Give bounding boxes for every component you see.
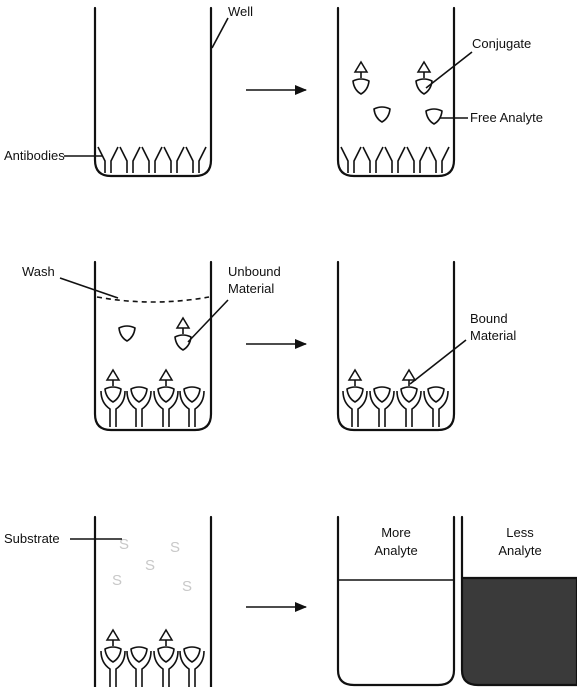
dark-substrate-fill: [460, 576, 577, 687]
antibody: [384, 146, 406, 173]
analyte: [130, 386, 148, 403]
antibody: [97, 146, 119, 173]
label-free-analyte: Free Analyte: [470, 110, 543, 125]
analyte: [373, 386, 391, 403]
antibody: [342, 390, 368, 427]
antibody: [153, 650, 179, 687]
antibody: [100, 650, 126, 687]
label-less-1: Less: [506, 525, 534, 540]
label-well: Well: [228, 4, 253, 19]
antibody: [163, 146, 185, 173]
leader-bound: [409, 339, 467, 385]
antibody: [179, 650, 205, 687]
antibody: [362, 146, 384, 173]
antibody: [141, 146, 163, 173]
analyte: [183, 386, 201, 403]
well-4-bound: [336, 260, 456, 432]
antibody: [428, 146, 450, 173]
antibody: [100, 390, 126, 427]
analyte: [174, 334, 192, 351]
unbound-molecules: [118, 316, 192, 351]
conjugate-enzyme: [401, 368, 417, 381]
substrate-mark: S: [119, 536, 129, 553]
label-more-1: More: [381, 525, 411, 540]
label-more-2: Analyte: [374, 543, 417, 558]
analyte: [104, 646, 122, 663]
analyte: [425, 108, 443, 125]
leader-well: [211, 17, 229, 49]
conjugate-enzyme: [158, 628, 174, 641]
label-antibodies: Antibodies: [4, 148, 65, 163]
substrate-mark: S: [170, 539, 180, 556]
label-wash: Wash: [22, 264, 55, 279]
conjugate-enzyme: [105, 628, 121, 641]
antibody: [423, 390, 449, 427]
leader-conjugate: [425, 51, 473, 89]
antibody-row: [100, 368, 205, 427]
label-bound-2: Material: [470, 328, 516, 343]
label-less-2: Analyte: [498, 543, 541, 558]
antibody: [406, 146, 428, 173]
label-unbound-2: Material: [228, 281, 274, 296]
antibody: [185, 146, 207, 173]
conjugate-enzyme: [105, 368, 121, 381]
analyte: [157, 646, 175, 663]
well-7-less-analyte: Less Analyte: [460, 515, 577, 687]
analyte: [130, 646, 148, 663]
conjugate-enzyme: [416, 60, 432, 73]
antibody-row: [342, 368, 449, 427]
antibody: [396, 390, 422, 427]
analyte: [157, 386, 175, 403]
antibody-row: [100, 628, 205, 687]
antibody: [179, 390, 205, 427]
antibody-row: [97, 146, 207, 173]
wash-line: [96, 296, 210, 303]
antibody: [126, 390, 152, 427]
conjugate-enzyme: [353, 60, 369, 73]
analyte: [183, 646, 201, 663]
analyte: [346, 386, 364, 403]
substrate-mark: S: [145, 557, 155, 574]
antibody: [369, 390, 395, 427]
analyte: [104, 386, 122, 403]
well-6-more-analyte: More Analyte: [336, 515, 456, 687]
conjugate-enzyme: [175, 316, 191, 329]
conjugate-enzyme: [347, 368, 363, 381]
analyte: [427, 386, 445, 403]
substrate-mark: S: [182, 578, 192, 595]
well-1-empty-antibodies: [93, 6, 213, 178]
label-conjugate: Conjugate: [472, 36, 531, 51]
label-substrate: Substrate: [4, 531, 60, 546]
analyte: [415, 78, 433, 95]
well-3-wash: [93, 260, 213, 432]
analyte: [400, 386, 418, 403]
substrate-mark: S: [112, 572, 122, 589]
conjugate-enzyme: [158, 368, 174, 381]
label-unbound-1: Unbound: [228, 264, 281, 279]
leader-unbound: [187, 299, 229, 343]
well-5-substrate: S S S S S: [93, 515, 213, 687]
analyte: [118, 325, 136, 342]
label-bound-1: Bound: [470, 311, 508, 326]
antibody: [126, 650, 152, 687]
analyte: [352, 78, 370, 95]
analyte: [373, 106, 391, 123]
antibody: [153, 390, 179, 427]
antibody-row: [340, 146, 450, 173]
well-2-conjugate-and-analyte: [336, 6, 456, 178]
leader-wash: [59, 277, 119, 299]
free-molecules: [352, 60, 443, 125]
antibody: [119, 146, 141, 173]
antibody: [340, 146, 362, 173]
